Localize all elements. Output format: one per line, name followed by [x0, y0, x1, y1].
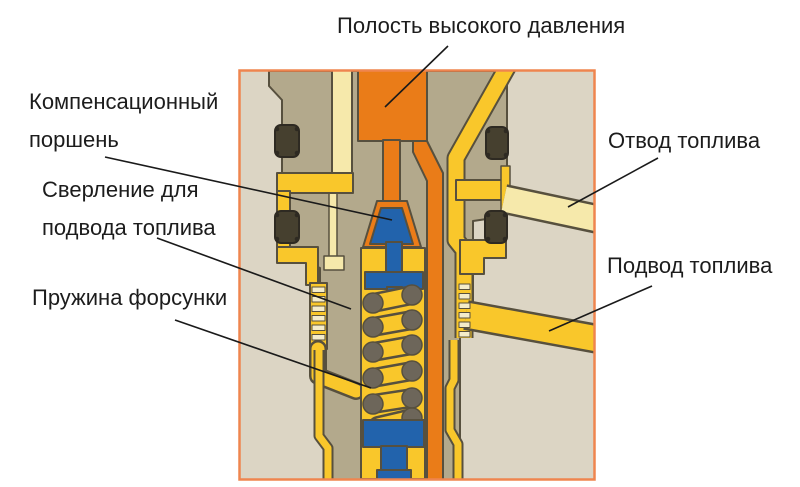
diagram-frame-border — [238, 69, 596, 481]
label-line: подвода топлива — [42, 215, 216, 240]
leader-fuel-return — [567, 157, 659, 208]
label-line: Сверление для — [42, 177, 199, 202]
label-fuel-supply: Подвод топлива — [607, 253, 773, 278]
o-ring-seal — [274, 124, 300, 158]
label-high-pressure-cavity: Полость высокого давления — [337, 13, 626, 38]
high-pressure-channel — [412, 140, 444, 480]
label-line: Компенсационный — [29, 89, 219, 114]
label-injector-spring: Пружина форсунки — [32, 285, 228, 310]
label-fuel-return: Отвод топлива — [608, 128, 761, 153]
leader-fuel-supply — [548, 285, 653, 332]
fuel-supply-drilling-channel — [276, 172, 365, 479]
o-ring-seal — [274, 210, 300, 244]
leader-high-pressure-cavity — [384, 45, 449, 108]
o-ring-seals — [274, 124, 509, 244]
fuel-supply-channel — [444, 71, 594, 479]
label-compensation-piston: Компенсационный поршень — [29, 83, 218, 159]
spring-seat-needle — [362, 419, 425, 480]
leader-lines — [104, 45, 659, 389]
label-fuel-supply-drilling: Сверление для подвода топлива — [42, 171, 216, 247]
leader-compensation-piston — [104, 156, 393, 221]
vertical-drilling-channel — [323, 71, 353, 271]
high-pressure-cavity — [357, 71, 444, 480]
riser-ribs — [458, 283, 471, 338]
leader-injector-spring — [174, 319, 372, 389]
injector-spring — [362, 284, 425, 480]
leader-fuel-supply-drilling — [156, 237, 352, 310]
fuel-return-channel — [500, 184, 594, 234]
o-ring-seal — [485, 126, 509, 160]
o-ring-seal — [484, 210, 508, 244]
label-line: поршень — [29, 127, 119, 152]
